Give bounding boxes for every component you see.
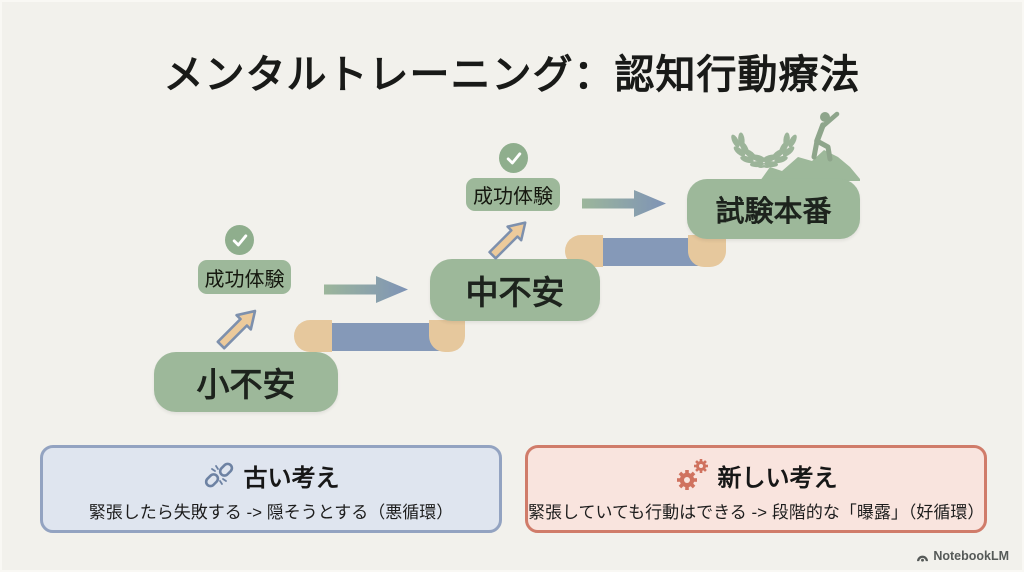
check-icon — [225, 225, 254, 255]
notebooklm-watermark-text: NotebookLM — [933, 549, 1009, 563]
old-thinking-title: 古い考え — [243, 464, 340, 492]
success-experience-text-1: 成功体験 — [204, 268, 285, 291]
up-right-arrow-icon — [216, 309, 257, 350]
stair-band-2 — [584, 238, 706, 266]
stair-roll-1-right — [429, 320, 465, 352]
right-arrow-icon — [582, 190, 666, 217]
up-right-arrow-icon — [488, 221, 527, 260]
success-experience-label-1: 成功体験 — [198, 260, 291, 294]
climber-icon — [811, 111, 840, 162]
step-small-anxiety: 小不安 — [154, 352, 338, 412]
success-experience-text-2: 成功体験 — [473, 186, 553, 208]
step-medium-anxiety-label: 中不安 — [465, 274, 565, 311]
notebooklm-watermark: NotebookLM — [916, 549, 1009, 563]
stair-band-1 — [313, 323, 448, 351]
broken-chain-icon — [204, 462, 233, 488]
laurel-wreath-icon — [731, 132, 797, 168]
notebooklm-logo-icon — [917, 555, 929, 562]
step-small-anxiety-label: 小不安 — [196, 366, 296, 403]
new-thinking-description: 緊張していても行動はできる -> 段階的な「曝露」（好循環） — [528, 503, 985, 522]
mountain-peak-shape — [760, 150, 860, 181]
stair-roll-2-right — [688, 235, 726, 267]
success-experience-label-2: 成功体験 — [466, 178, 560, 211]
old-thinking-card: 古い考え 緊張したら失敗する -> 隠そうとする（悪循環） — [40, 445, 502, 533]
right-arrow-icon — [324, 276, 408, 303]
check-icon — [499, 143, 528, 173]
old-thinking-description: 緊張したら失敗する -> 隠そうとする（悪循環） — [88, 503, 454, 522]
new-thinking-title: 新しい考え — [717, 464, 838, 492]
new-thinking-card: 新しい考え 緊張していても行動はできる -> 段階的な「曝露」（好循環） — [525, 445, 987, 533]
step-exam-day-label: 試験本番 — [715, 196, 832, 228]
step-exam-day: 試験本番 — [687, 179, 860, 239]
page-title: メンタルトレーニング：認知行動療法 — [163, 53, 861, 97]
gears-icon — [676, 459, 708, 490]
step-medium-anxiety: 中不安 — [430, 259, 600, 321]
stair-roll-1-left — [294, 320, 332, 352]
